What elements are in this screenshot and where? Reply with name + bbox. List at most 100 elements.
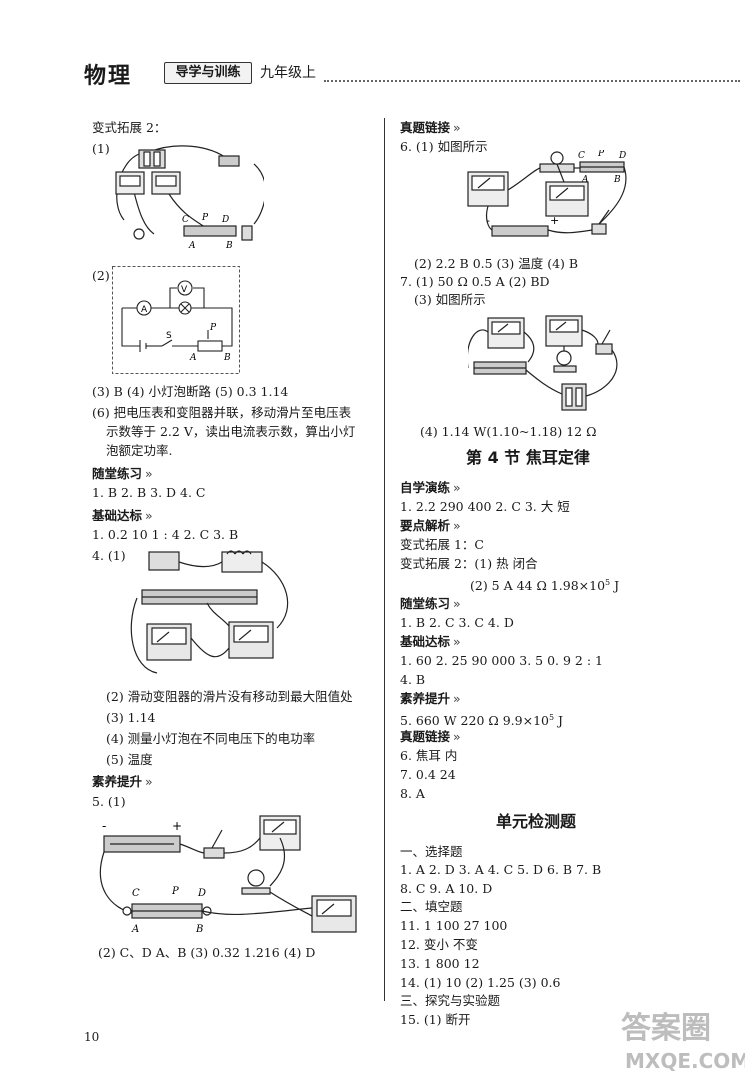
answer-line: (6) 把电压表和变阻器并联，移动滑片至电压表 (92, 405, 352, 420)
answer-line: (3) 如图所示 (414, 292, 486, 307)
watermark-text: 答案圈 (621, 1011, 711, 1046)
answer-line: 1. B 2. B 3. D 4. C (92, 485, 206, 500)
label-p: P (597, 150, 605, 159)
answer-line: 8. A (400, 786, 425, 801)
switch-label: S (166, 331, 172, 341)
double-chevron-right-icon: » (145, 508, 153, 523)
subject-title: 物理 (84, 63, 133, 89)
answer-line: 5. (1) (92, 794, 126, 809)
section-heading: 基础达标» (400, 634, 461, 649)
label-c: C (182, 215, 189, 225)
ammeter-label: A (141, 305, 148, 315)
answer-line: 11. 1 100 27 100 (400, 918, 508, 933)
answer-line: (1) (92, 141, 110, 156)
watermark-logo: 答案圈 MXQE.COM (621, 1011, 745, 1073)
answer-line: (2) (92, 268, 110, 283)
answer-line: (2) 2.2 B 0.5 (3) 温度 (4) B (414, 256, 579, 271)
circuit-figure-5: C P D A B - + (467, 150, 627, 237)
label-b: B (613, 175, 621, 185)
answer-line: 变式拓展 2：(1) 热 闭合 (400, 556, 538, 571)
unit-test-title: 单元检测题 (496, 812, 577, 831)
answer-line: (3) 1.14 (106, 710, 156, 725)
label-a: A (581, 175, 589, 185)
label-p: P (171, 886, 179, 897)
label-b: B (195, 924, 203, 935)
double-chevron-right-icon: » (453, 518, 461, 533)
answer-line: 示数等于 2.2 V，读出电流表示数，算出小灯 (106, 424, 356, 439)
label-p: P (201, 213, 209, 223)
answer-line: 8. C 9. A 10. D (400, 881, 493, 896)
grade-label: 九年级上 (260, 65, 316, 81)
answer-line: 4. (1) (92, 548, 126, 563)
label-a: A (131, 924, 139, 935)
answer-line: 1. B 2. C 3. C 4. D (400, 615, 514, 630)
answer-line: (3) B (4) 小灯泡断路 (5) 0.3 1.14 (92, 384, 289, 399)
answer-line: 15. (1) 断开 (400, 1012, 471, 1027)
answer-line: 1. 0.2 10 1 : 4 2. C 3. B (92, 527, 239, 542)
answer-line: (2) 滑动变阻器的滑片没有移动到最大阻值处 (106, 689, 353, 704)
section-heading: 自学演练» (400, 480, 461, 495)
plus-terminal-label: + (172, 819, 182, 833)
subsection-heading: 二、填空题 (400, 899, 463, 914)
label-d: D (221, 215, 229, 225)
label-c: C (578, 151, 585, 161)
section-title: 第 4 节 焦耳定律 (466, 448, 590, 467)
column-divider (384, 118, 385, 1001)
answer-line: (5) 温度 (106, 752, 153, 767)
section-heading: 基础达标» (92, 508, 153, 523)
double-chevron-right-icon: » (453, 120, 461, 135)
double-chevron-right-icon: » (453, 691, 461, 706)
label-c: C (132, 888, 140, 899)
answer-line: (4) 测量小灯泡在不同电压下的电功率 (106, 731, 316, 746)
circuit-figure-3 (130, 550, 289, 674)
header-dotted-rule (324, 80, 740, 82)
label-d: D (197, 888, 206, 899)
plus-terminal-label: + (550, 214, 559, 227)
section-heading: 真题链接» (400, 120, 461, 135)
double-chevron-right-icon: » (145, 774, 153, 789)
answer-line: 变式拓展 1：C (400, 537, 484, 552)
answer-line: (4) 1.14 W(1.10~1.18) 12 Ω (420, 424, 597, 439)
answer-line: 7. (1) 50 Ω 0.5 A (2) BD (400, 274, 550, 289)
answer-line: 12. 变小 不变 (400, 937, 478, 952)
double-chevron-right-icon: » (453, 729, 461, 744)
circuit-figure-4: - + C P D A B (99, 815, 357, 935)
section-heading: 素养提升» (400, 691, 461, 706)
answer-line: 1. 2.2 290 400 2. C 3. 大 短 (400, 499, 570, 514)
answer-line: 泡额定功率. (106, 443, 173, 458)
label-b: B (223, 353, 231, 363)
section-heading: 真题链接» (400, 729, 461, 744)
voltmeter-label: V (181, 285, 188, 295)
answer-line: (2) C、D A、B (3) 0.32 1.216 (4) D (98, 945, 316, 960)
watermark-url: MXQE.COM (625, 1049, 745, 1073)
page-number: 10 (84, 1030, 100, 1044)
answer-line: 1. A 2. D 3. A 4. C 5. D 6. B 7. B (400, 862, 602, 877)
section-heading: 素养提升» (92, 774, 153, 789)
answer-line: 14. (1) 10 (2) 1.25 (3) 0.6 (400, 975, 561, 990)
section-heading: 随堂练习» (92, 466, 153, 481)
section-heading: 随堂练习» (400, 596, 461, 611)
circuit-figure-6 (468, 315, 618, 411)
answer-line: 6. (1) 如图所示 (400, 139, 488, 154)
double-chevron-right-icon: » (453, 596, 461, 611)
double-chevron-right-icon: » (453, 480, 461, 495)
answer-line: 变式拓展 2： (92, 120, 167, 135)
answer-line: 5. 660 W 220 Ω 9.9×105 J (400, 713, 564, 729)
double-chevron-right-icon: » (145, 466, 153, 481)
page-header: 物理 导学与训练 九年级上 (84, 58, 744, 89)
answer-line: 1. 60 2. 25 90 000 3. 5 0. 9 2 : 1 (400, 653, 603, 668)
label-a: A (188, 241, 196, 250)
section-heading: 要点解析» (400, 518, 461, 533)
double-chevron-right-icon: » (453, 634, 461, 649)
subsection-heading: 三、探究与实验题 (400, 993, 501, 1008)
series-title: 导学与训练 (164, 62, 252, 84)
circuit-schematic: A V P S A B (112, 266, 240, 374)
label-d: D (618, 151, 626, 161)
minus-terminal-label: - (486, 214, 490, 227)
answer-line: 6. 焦耳 内 (400, 748, 458, 763)
label-p: P (209, 323, 217, 333)
answer-line: 4. B (400, 672, 426, 687)
circuit-figure-1: C P D A B (115, 145, 264, 250)
minus-terminal-label: - (102, 819, 106, 833)
answer-line: 13. 1 800 12 (400, 956, 480, 971)
